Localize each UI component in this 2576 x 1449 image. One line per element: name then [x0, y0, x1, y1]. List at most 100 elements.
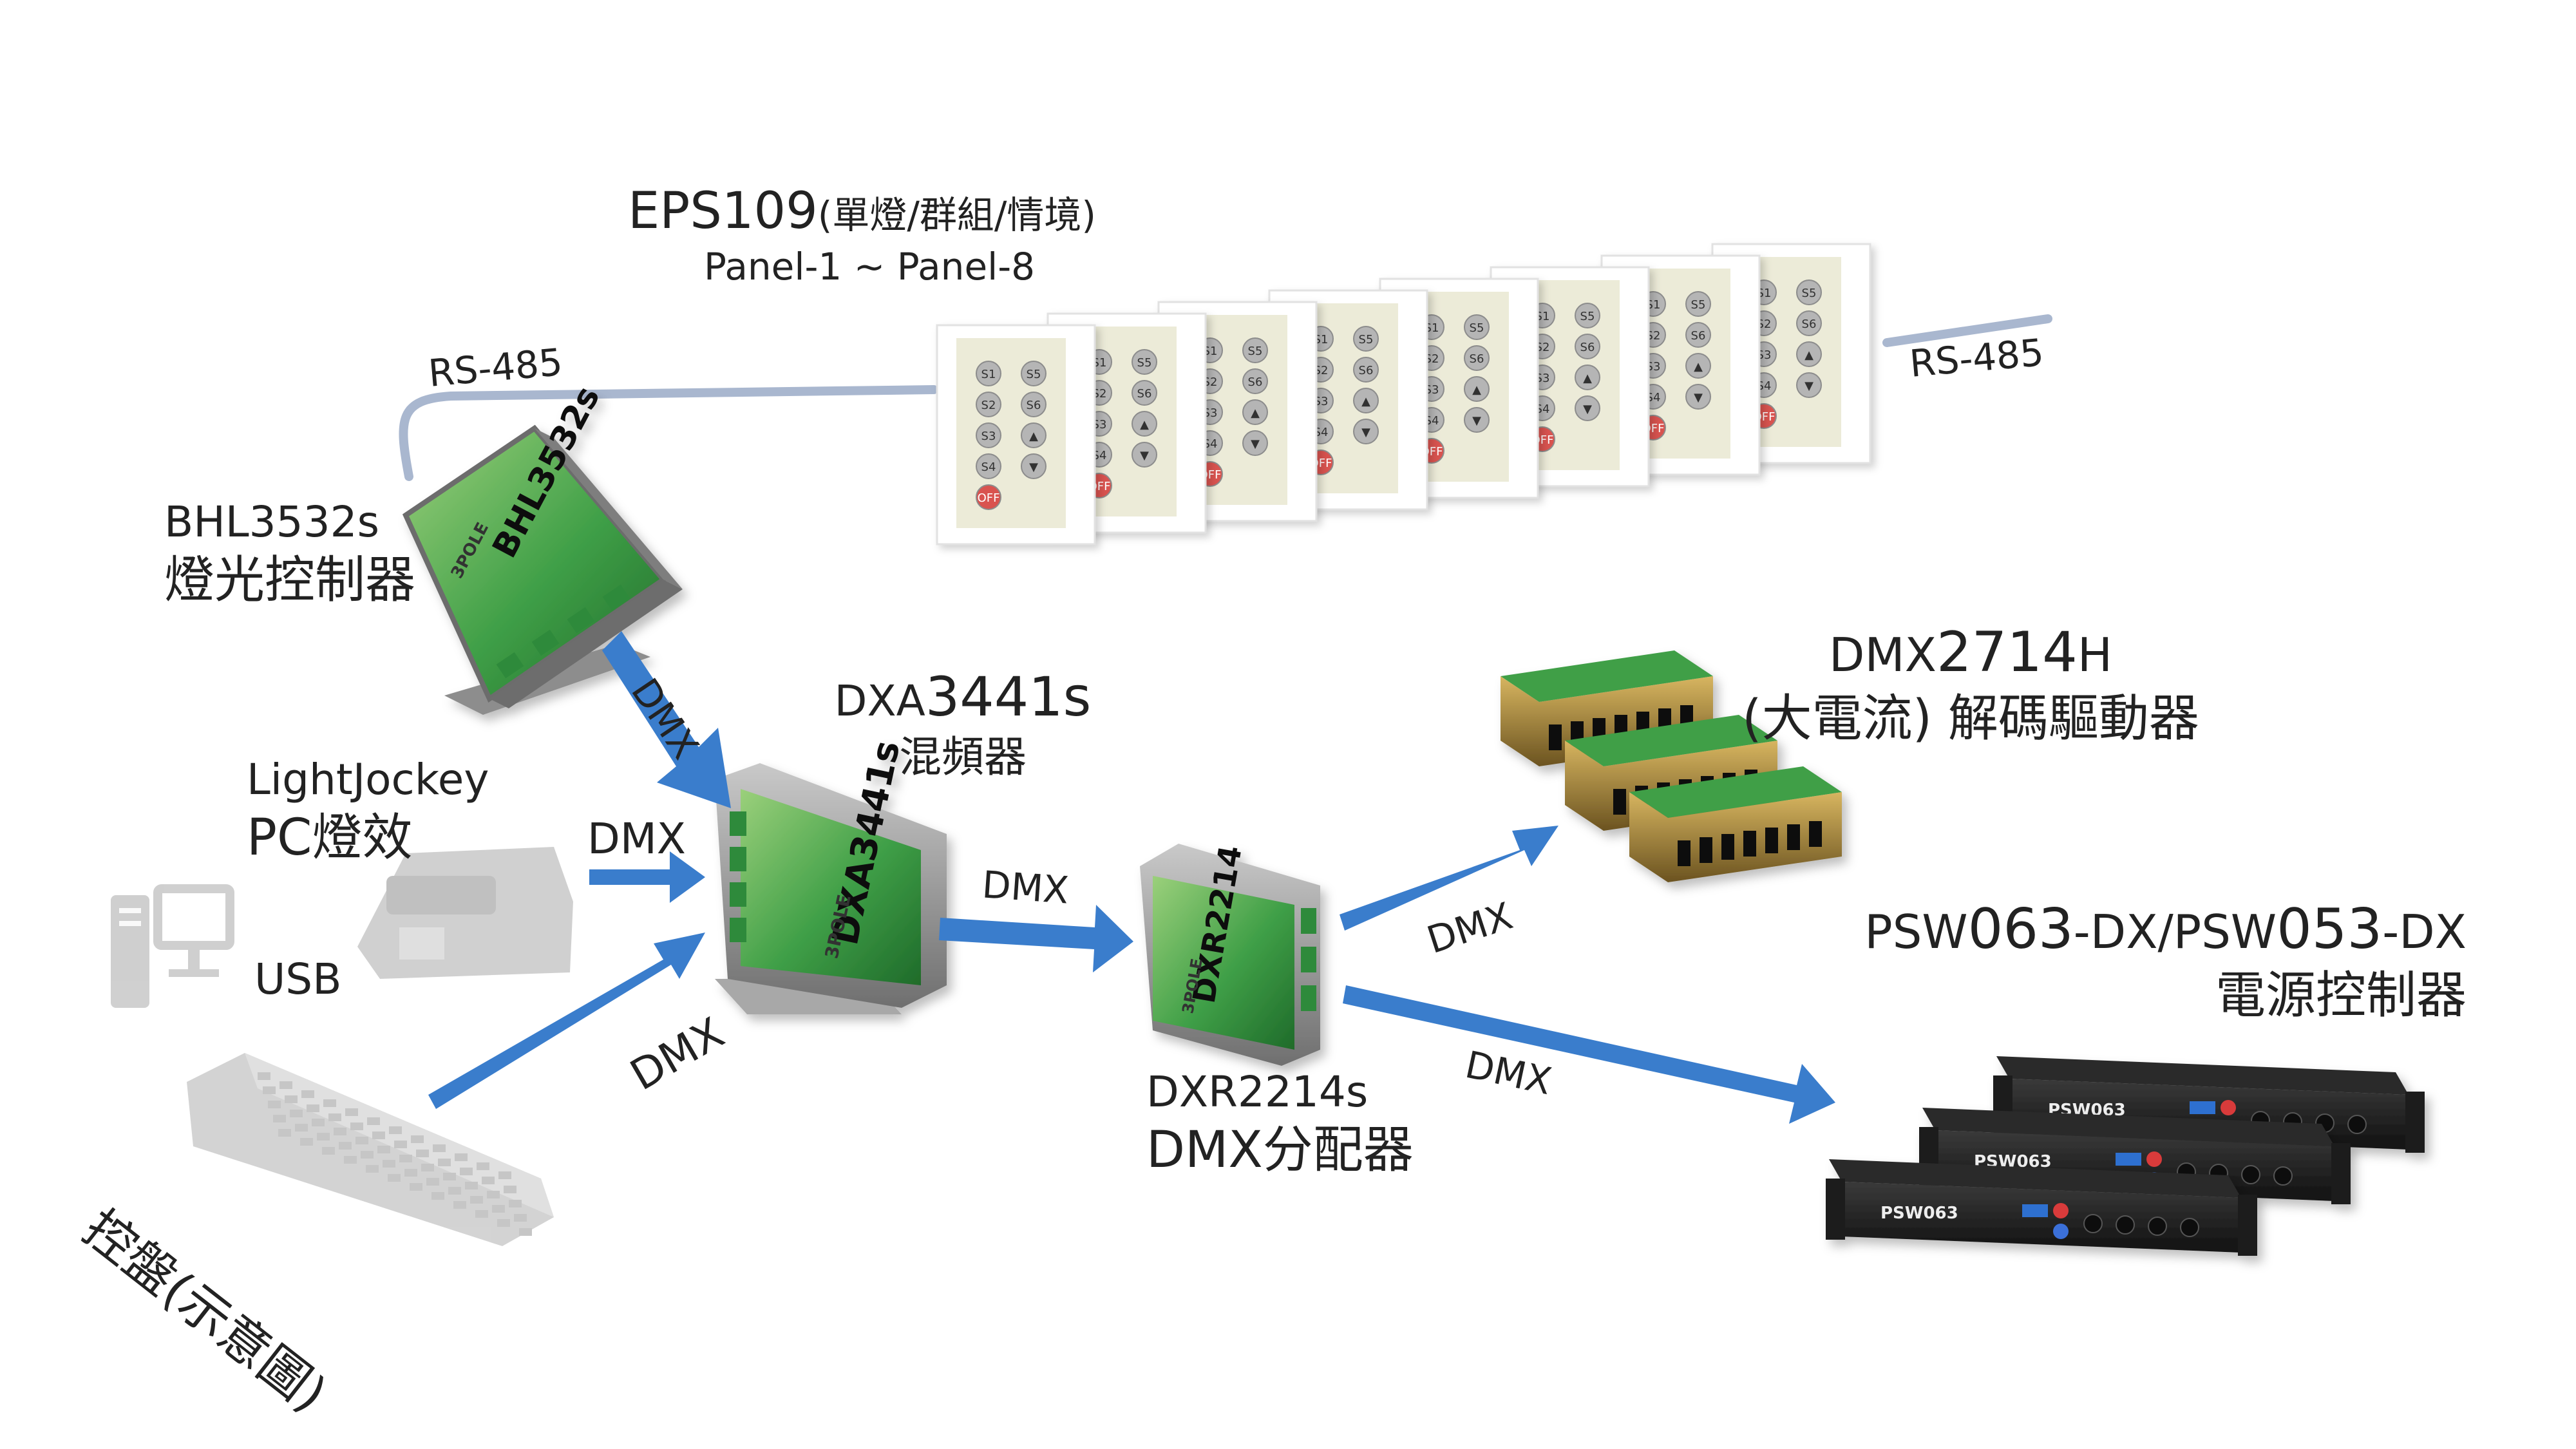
- console-key: [273, 1115, 286, 1122]
- dmx2714-prefix: DMX: [1829, 628, 1937, 682]
- console-key: [355, 1137, 368, 1144]
- panel-button-label: S4: [981, 460, 996, 474]
- lighting-console-image: [187, 1053, 554, 1246]
- scene-button: [1353, 419, 1379, 444]
- power-knob-icon: [2146, 1151, 2162, 1167]
- console-key: [453, 1201, 466, 1209]
- panel-button-label: OFF: [978, 491, 1000, 505]
- scene-button: [1132, 411, 1157, 437]
- console-key: [328, 1113, 341, 1121]
- terminal-block: [1721, 834, 1734, 860]
- display-icon: [2190, 1101, 2215, 1114]
- terminal-block: [1787, 824, 1800, 850]
- scene-button: [976, 361, 1001, 386]
- dmx2714h-devices: [1501, 650, 1842, 882]
- terminal-block: [1613, 789, 1626, 815]
- console-key: [263, 1086, 276, 1094]
- scene-button: [1021, 392, 1046, 417]
- console-key: [300, 1138, 313, 1146]
- dmx-label-lightjockey: DMX: [587, 814, 686, 864]
- dxa-model: 3441s: [925, 665, 1092, 728]
- bhl-description: 燈光控制器: [164, 551, 416, 609]
- panel-button-label: S6: [1359, 364, 1374, 377]
- panel-button-label: ▲: [1804, 348, 1814, 362]
- pc-computer-icon: [111, 884, 234, 1008]
- console-key: [301, 1090, 314, 1098]
- scene-button: [1132, 349, 1157, 375]
- psw-rack-unit: PSW063: [1826, 1159, 2257, 1256]
- dxa3441s-label: DXA3441s 混頻器: [828, 663, 1098, 784]
- scene-button: [1132, 442, 1157, 468]
- panel-button-label: S6: [1470, 352, 1484, 366]
- connector-icon: [2148, 1217, 2167, 1236]
- dmx2714h-unit: [1629, 766, 1842, 882]
- eps109-title: EPS109(單燈/群組/情境) Panel-1 ~ Panel-8: [628, 180, 1096, 290]
- scene-button: [1353, 357, 1379, 383]
- panel-button-label: S6: [1137, 387, 1152, 401]
- console-key: [258, 1072, 270, 1080]
- console-key: [322, 1147, 335, 1155]
- panel-button-label: S6: [1691, 329, 1706, 343]
- lightjockey-interface-image: [357, 847, 573, 979]
- scene-button: [1796, 279, 1822, 305]
- connector-icon: [2273, 1166, 2293, 1186]
- lightjockey-description: PC燈效: [247, 808, 413, 867]
- console-key: [285, 1095, 298, 1103]
- console-key: [268, 1101, 281, 1108]
- scene-button: [1242, 337, 1268, 363]
- panel-button-label: ▲: [1361, 395, 1370, 408]
- panel-button-label: ▼: [1694, 391, 1703, 404]
- dxr-description: DMX分配器: [1146, 1121, 1414, 1179]
- eps109-model: EPS109: [628, 182, 818, 240]
- scene-button: [1796, 310, 1822, 336]
- psw-label: PSW063-DX/PSW053-DX 電源控制器: [1739, 895, 2467, 1027]
- panel-button-label: ▼: [1472, 414, 1481, 428]
- arrow-dxa-to-dxr: [939, 905, 1133, 972]
- panel-button-label: ▲: [1140, 418, 1149, 431]
- console-key: [404, 1169, 417, 1177]
- connector-icon: [2241, 1165, 2260, 1184]
- dmx2714-model: 2714: [1936, 620, 2078, 685]
- console-key: [290, 1110, 303, 1117]
- dxa-ports: [730, 811, 746, 942]
- scene-button: [1796, 372, 1822, 398]
- scene-button: [1575, 395, 1600, 421]
- console-key: [345, 1108, 358, 1116]
- arrow-bhl-to-dxa: [602, 631, 731, 808]
- dxr-model: DXR2214s: [1146, 1067, 1368, 1117]
- scene-button: [1021, 453, 1046, 479]
- off-button: [976, 484, 1001, 510]
- arrow-console-to-dxa: [428, 933, 705, 1109]
- console-key: [477, 1162, 489, 1170]
- psw-part-2: 063: [1967, 897, 2074, 961]
- console-key: [455, 1153, 468, 1161]
- scene-button: [1685, 384, 1711, 410]
- console-key: [334, 1128, 346, 1135]
- usb-label: USB: [254, 954, 342, 1004]
- console-key: [416, 1150, 429, 1157]
- power-knob-icon: [2053, 1203, 2069, 1218]
- console-key: [433, 1144, 446, 1152]
- bhl3532s-label: BHL3532s 燈光控制器: [164, 496, 415, 612]
- scene-button: [1575, 334, 1600, 359]
- scene-button: [1685, 322, 1711, 348]
- console-key: [509, 1200, 522, 1208]
- panel-button-label: ▼: [1583, 402, 1592, 416]
- console-key: [389, 1126, 402, 1134]
- scene-button: [1021, 361, 1046, 386]
- scene-button: [1685, 353, 1711, 379]
- terminal-block: [1549, 724, 1562, 750]
- console-key: [388, 1174, 401, 1182]
- eps109-panel-range: Panel-1 ~ Panel-8: [704, 244, 1036, 289]
- select-knob-icon: [2053, 1224, 2069, 1239]
- panel-button-label: S5: [1359, 333, 1374, 346]
- panel-button-label: S2: [981, 399, 996, 412]
- arrow-dxr-to-dmx2714: [1340, 826, 1558, 931]
- panel-button-label: S6: [1580, 341, 1595, 354]
- console-key: [295, 1124, 308, 1132]
- arrow-dxr-to-psw: [1343, 985, 1835, 1124]
- display-icon: [2116, 1153, 2141, 1166]
- terminal-block: [1765, 828, 1778, 853]
